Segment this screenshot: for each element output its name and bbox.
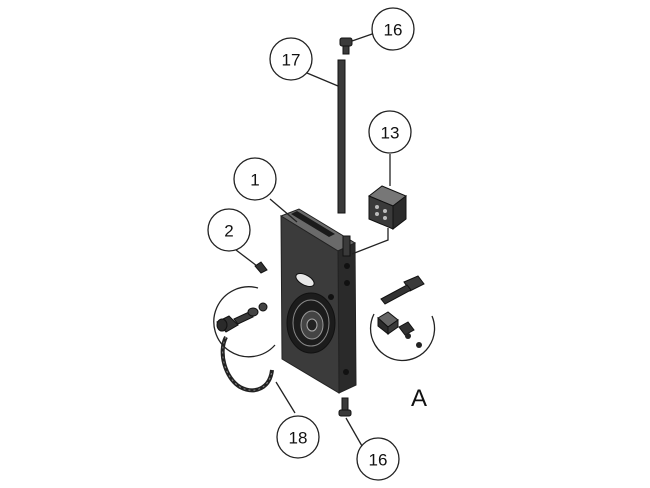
- callout-1-label: 1: [250, 171, 259, 190]
- callout-13-label: 13: [381, 124, 400, 143]
- callout-16-bottom-label: 16: [369, 451, 388, 470]
- housing-part: [279, 208, 357, 394]
- callout-2-label: 2: [224, 222, 233, 241]
- callout-18: 18: [276, 415, 320, 459]
- left-screw-part: [216, 302, 268, 333]
- leader-1: [269, 198, 298, 223]
- leader-16-top: [351, 32, 376, 42]
- connector-wire: [351, 228, 389, 255]
- view-label: A: [411, 385, 427, 412]
- callout-2: 2: [207, 208, 251, 252]
- long-bolt-part: [380, 275, 425, 305]
- callout-16-bottom: 16: [356, 437, 400, 481]
- clamp-parts: [377, 311, 422, 348]
- callout-16-top: 16: [371, 7, 415, 51]
- rod-part: [337, 59, 351, 257]
- connector-block-part: [368, 185, 407, 231]
- leader-16-bottom: [345, 417, 363, 447]
- cable-part: [220, 336, 274, 393]
- callout-17-label: 17: [282, 51, 301, 70]
- leader-2: [235, 249, 258, 267]
- leader-18: [275, 381, 296, 414]
- detail-circle-left: [213, 286, 276, 358]
- callout-16-top-label: 16: [384, 21, 403, 40]
- top-screw-part: [339, 37, 353, 55]
- callout-17: 17: [269, 37, 313, 81]
- callout-13: 13: [368, 110, 412, 154]
- callout-18-label: 18: [289, 429, 308, 448]
- pin-part: [254, 261, 268, 274]
- leader-17: [306, 72, 339, 87]
- callout-1: 1: [233, 157, 277, 201]
- bottom-screw-part: [338, 397, 352, 417]
- detail-circle-right: [369, 313, 436, 362]
